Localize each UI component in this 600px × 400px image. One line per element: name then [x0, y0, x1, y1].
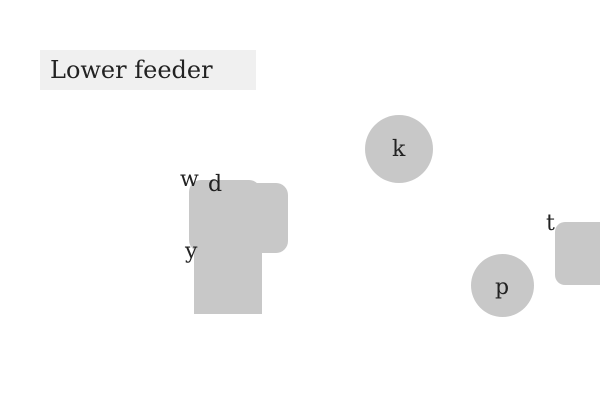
- square-object-t[interactable]: [555, 222, 600, 285]
- square-object-d[interactable]: [218, 183, 288, 253]
- level-title-text: Lower feeder: [50, 56, 213, 84]
- circle-object-p[interactable]: [471, 254, 534, 317]
- circle-object-k[interactable]: [365, 115, 433, 183]
- object-label-d: d: [208, 172, 223, 197]
- object-label-y: y: [185, 239, 198, 264]
- object-label-p: p: [495, 275, 510, 300]
- object-label-w: w: [180, 167, 199, 192]
- object-label-k: k: [392, 137, 406, 162]
- level-title: Lower feeder: [40, 50, 256, 90]
- object-label-t: t: [546, 211, 555, 236]
